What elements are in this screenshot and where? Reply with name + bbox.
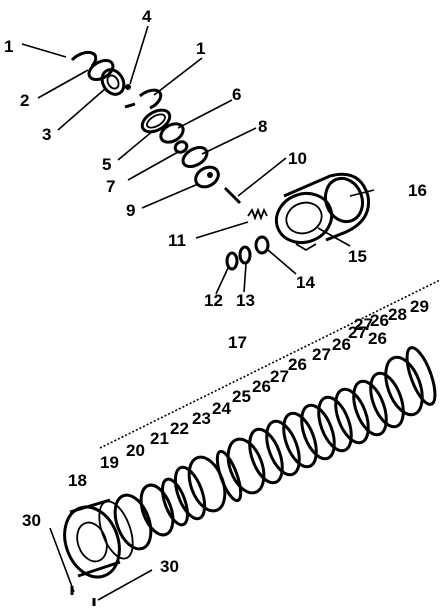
callout-18: 18 xyxy=(68,471,87,490)
callout-29: 29 xyxy=(410,297,429,316)
callout-17: 17 xyxy=(228,333,247,352)
callout-16: 16 xyxy=(408,181,427,200)
callout-15: 15 xyxy=(348,247,367,266)
part-ring-22 xyxy=(173,465,207,521)
upper-parts xyxy=(70,50,371,271)
part-ring-25 xyxy=(226,437,266,495)
part-ring-6 xyxy=(159,122,185,144)
callout-13: 13 xyxy=(236,291,255,310)
callout-26e: 26 xyxy=(370,311,389,330)
callout-24: 24 xyxy=(212,399,231,418)
callout-1b: 1 xyxy=(196,39,205,58)
callout-30a: 30 xyxy=(22,511,41,530)
callout-26b: 26 xyxy=(288,355,307,374)
part-bearing-3 xyxy=(100,68,126,96)
callout-30b: 30 xyxy=(160,557,179,576)
callout-20: 20 xyxy=(126,441,145,460)
part-ring-29 xyxy=(405,346,437,406)
part-ring-13 xyxy=(238,245,252,265)
callout-27a: 27 xyxy=(270,367,289,386)
callout-12: 12 xyxy=(204,291,223,310)
part-ball-4 xyxy=(125,84,131,90)
callout-8: 8 xyxy=(258,117,267,136)
part-plate-27d xyxy=(369,371,405,429)
part-plate-27b xyxy=(300,403,336,461)
callout-19: 19 xyxy=(100,453,119,472)
group-bracket-17 xyxy=(99,279,441,449)
part-ring-5 xyxy=(140,108,172,134)
leader-lines xyxy=(21,25,375,601)
part-plate-28 xyxy=(384,355,424,417)
callout-6: 6 xyxy=(232,85,241,104)
callout-28: 28 xyxy=(388,305,407,324)
part-ring-14 xyxy=(254,235,270,255)
part-plate-26b xyxy=(282,411,318,469)
callout-11: 11 xyxy=(168,231,186,250)
callout-23: 23 xyxy=(192,409,211,428)
callout-27c: 27 xyxy=(348,323,367,342)
callout-27d: 27 xyxy=(354,315,373,334)
part-ring-24 xyxy=(215,449,243,503)
callout-2: 2 xyxy=(20,91,29,110)
part-ring-21 xyxy=(161,477,189,527)
callout-26c: 26 xyxy=(332,335,351,354)
part-valve-9 xyxy=(194,165,220,189)
callout-21: 21 xyxy=(150,429,169,448)
callout-10: 10 xyxy=(288,149,307,168)
callout-1a: 1 xyxy=(4,37,13,56)
callout-26a: 26 xyxy=(252,377,271,396)
part-ring-20 xyxy=(139,483,175,537)
callout-3: 3 xyxy=(42,125,51,144)
part-spring-11 xyxy=(247,207,268,221)
part-plate-26d xyxy=(352,379,388,437)
part-plate-26c xyxy=(317,395,353,453)
part-housing-16 xyxy=(274,172,371,252)
callout-9: 9 xyxy=(126,201,135,220)
part-seal-7 xyxy=(173,140,189,154)
part-snap-ring-upper xyxy=(70,50,98,68)
callout-25: 25 xyxy=(232,387,251,406)
callout-26d: 26 xyxy=(368,329,387,348)
callout-labels: 1 1 2 3 4 5 6 7 8 9 10 11 12 13 14 15 16… xyxy=(4,7,429,576)
part-drum-18 xyxy=(63,498,134,579)
part-plate-27a xyxy=(265,419,301,477)
callout-22: 22 xyxy=(170,419,189,438)
part-plate-27c xyxy=(334,387,370,445)
part-ring-19 xyxy=(113,493,153,551)
callout-5: 5 xyxy=(102,155,111,174)
part-ring-8 xyxy=(181,146,209,168)
callout-14: 14 xyxy=(296,273,315,292)
lower-clutch-pack xyxy=(63,346,437,606)
callout-4: 4 xyxy=(142,7,152,26)
part-ring-12 xyxy=(225,251,239,271)
callout-27b: 27 xyxy=(312,345,331,364)
part-pin-10 xyxy=(223,186,242,205)
part-snap-ring-middle xyxy=(138,88,163,110)
callout-7: 7 xyxy=(106,177,115,196)
part-ring-2 xyxy=(87,59,115,81)
part-plate-26a xyxy=(248,427,284,485)
